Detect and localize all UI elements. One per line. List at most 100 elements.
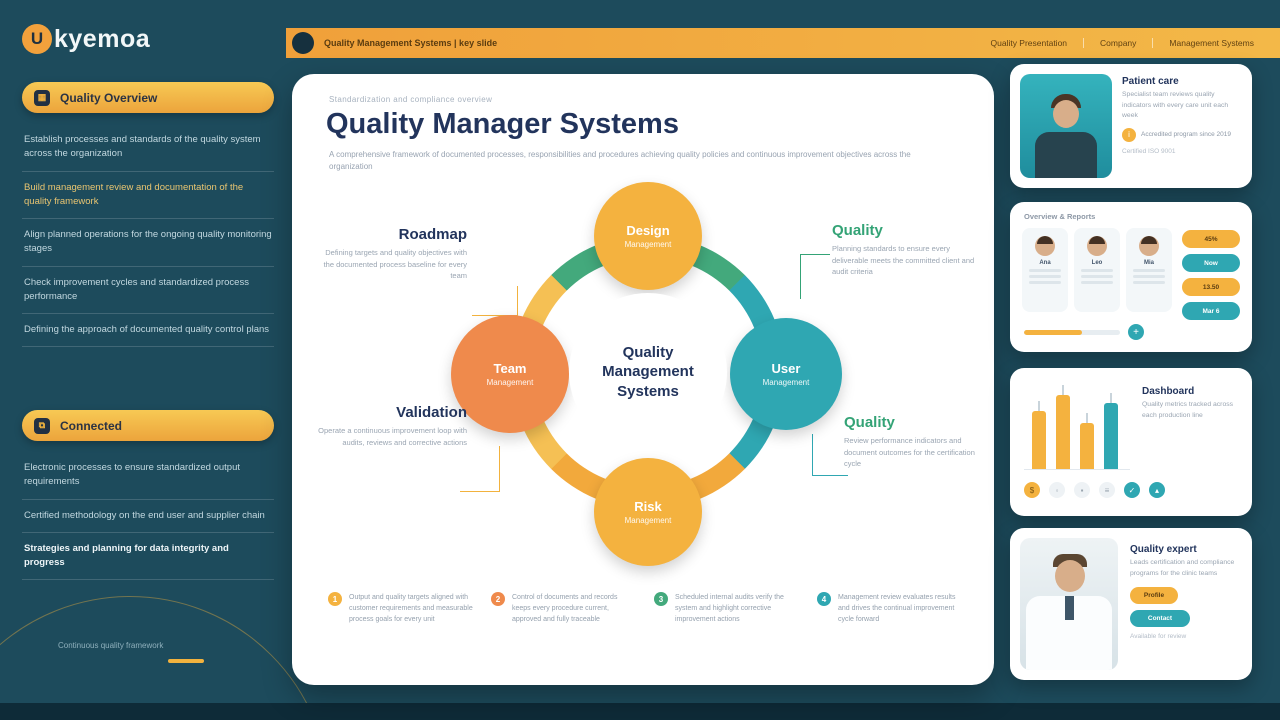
badge-status[interactable]: Now	[1182, 254, 1240, 272]
sidebar-list-overview: Establish processes and standards of the…	[22, 124, 274, 348]
card-dashboard[interactable]: Dashboard Quality metrics tracked across…	[1010, 368, 1252, 516]
sidebar: U kyemoa ▦ Quality Overview Establish pr…	[0, 0, 330, 720]
doctor-photo	[1020, 538, 1118, 670]
callout-left-bottom: Validation Operate a continuous improvem…	[317, 404, 467, 448]
node-team-management[interactable]: Team Management	[451, 315, 569, 433]
sidebar-item[interactable]: Build management review and documentatio…	[22, 172, 274, 219]
node-design-management[interactable]: Design Management	[594, 182, 702, 290]
card-text: Specialist team reviews quality indicato…	[1122, 91, 1229, 120]
user-icon[interactable]: ◦	[1049, 482, 1065, 498]
node-subtitle: Management	[624, 516, 672, 525]
profile-button[interactable]: Profile	[1130, 587, 1178, 605]
text-placeholder-line	[1081, 275, 1113, 278]
chart-bar	[1032, 401, 1046, 469]
callout-right-bottom: Quality Review performance indicators an…	[844, 414, 984, 470]
card-quality-expert[interactable]: Quality expert Leads certification and c…	[1010, 528, 1252, 680]
person-head	[1055, 560, 1085, 592]
node-title: Risk	[634, 499, 662, 514]
patient-card-body: Patient care Specialist team reviews qua…	[1122, 76, 1242, 156]
text-placeholder-line	[1029, 281, 1061, 284]
callout-text: Operate a continuous improvement loop wi…	[318, 426, 467, 447]
sidebar-item[interactable]: Defining the approach of documented qual…	[22, 314, 274, 348]
badge-percent[interactable]: 45%	[1182, 230, 1240, 248]
add-button[interactable]: +	[1128, 324, 1144, 340]
member-card[interactable]: Mia	[1126, 228, 1172, 312]
node-subtitle: Management	[762, 378, 810, 387]
mini-bar-chart	[1024, 384, 1130, 470]
slide-title: Quality Manager Systems	[326, 108, 679, 140]
expert-card-body: Quality expert Leads certification and c…	[1130, 544, 1242, 642]
node-title: Team	[493, 361, 527, 376]
connector-line-left-bottom	[460, 446, 500, 492]
footnote-text: Scheduled internal audits verify the sys…	[675, 594, 784, 624]
member-card[interactable]: Ana	[1022, 228, 1068, 312]
person-tie	[1065, 596, 1074, 620]
progress-fill	[1024, 329, 1082, 335]
sidebar-item[interactable]: Check improvement cycles and standardize…	[22, 267, 274, 314]
card-patient-care[interactable]: Patient care Specialist team reviews qua…	[1010, 64, 1252, 188]
avatar	[1087, 236, 1107, 256]
center-line: Management	[602, 363, 694, 381]
text-placeholder-line	[1133, 281, 1165, 284]
node-user-management[interactable]: User Management	[730, 318, 842, 430]
sidebar-item[interactable]: Align planned operations for the ongoing…	[22, 219, 274, 267]
text-placeholder-line	[1133, 275, 1165, 278]
sidebar-item[interactable]: Electronic processes to ensure standardi…	[22, 452, 274, 500]
callout-text: Defining targets and quality objectives …	[323, 248, 467, 281]
app-logo: U kyemoa	[22, 24, 150, 54]
callout-left-top: Roadmap Defining targets and quality obj…	[317, 226, 467, 282]
connector-line-left-top	[472, 286, 518, 316]
node-risk-management[interactable]: Risk Management	[594, 458, 702, 566]
overview-button[interactable]: ▦ Quality Overview	[22, 82, 274, 113]
node-subtitle: Management	[486, 378, 534, 387]
card-title: Quality expert	[1130, 544, 1197, 555]
avatar-hair	[1037, 236, 1053, 244]
avatar-hair	[1089, 236, 1105, 244]
card-text: Leads certification and compliance progr…	[1130, 559, 1235, 577]
menu-item-company[interactable]: Company	[1083, 38, 1152, 48]
sidebar-list-connected: Electronic processes to ensure standardi…	[22, 452, 274, 581]
sidebar-item[interactable]: Establish processes and standards of the…	[22, 124, 274, 172]
person-head	[1053, 100, 1079, 128]
overview-footer: +	[1024, 324, 1144, 340]
node-title: Design	[626, 223, 670, 238]
text-placeholder-line	[1081, 281, 1113, 284]
grid-icon: ▦	[34, 89, 50, 106]
box-icon[interactable]: ▪	[1074, 482, 1090, 498]
bullet-row: i Accredited program since 2019	[1122, 127, 1242, 142]
footnote-text: Control of documents and records keeps e…	[512, 594, 618, 624]
chart-icon[interactable]: ▴	[1149, 482, 1165, 498]
badge-value[interactable]: 13.50	[1182, 278, 1240, 296]
footnote-text: Management review evaluates results and …	[838, 594, 956, 624]
connected-button-label: Connected	[60, 418, 123, 433]
menu-item-presentation[interactable]: Quality Presentation	[990, 38, 1068, 48]
logo-text: kyemoa	[54, 24, 151, 53]
slide-subtitle: A comprehensive framework of documented …	[329, 150, 911, 171]
sidebar-item[interactable]: Strategies and planning for data integri…	[22, 533, 274, 581]
footnote-number-icon: 3	[654, 592, 668, 606]
sidebar-item[interactable]: Certified methodology on the end user an…	[22, 500, 274, 533]
coin-icon[interactable]: $	[1024, 482, 1040, 498]
topbar-title: Quality Management Systems | key slide	[324, 38, 498, 48]
badge-column: 45% Now 13.50 Mar 6	[1182, 230, 1240, 320]
dashboard-icon-row: $ ◦ ▪ ≡ ✓ ▴	[1024, 482, 1165, 498]
expert-buttons: Profile Contact	[1130, 587, 1242, 628]
menu-item-management[interactable]: Management Systems	[1152, 38, 1270, 48]
member-card[interactable]: Leo	[1074, 228, 1120, 312]
center-line: Quality	[622, 343, 674, 361]
member-grid: Ana Leo Mia	[1022, 228, 1172, 312]
doc-icon[interactable]: ≡	[1099, 482, 1115, 498]
connected-button[interactable]: ⧉ Connected	[22, 410, 274, 441]
badge-date[interactable]: Mar 6	[1182, 302, 1240, 320]
contact-button[interactable]: Contact	[1130, 610, 1190, 628]
card-overview-reports[interactable]: Overview & Reports Ana Leo	[1010, 202, 1252, 352]
link-icon: ⧉	[34, 417, 50, 434]
card-caption: Available for review	[1130, 633, 1187, 641]
slide-eyebrow: Standardization and compliance overview	[329, 95, 493, 104]
avatar-hair	[1141, 236, 1157, 244]
card-text: Quality metrics tracked across each prod…	[1142, 401, 1234, 419]
connector-line-right-bottom	[812, 434, 848, 476]
member-name: Mia	[1143, 260, 1154, 266]
check-icon[interactable]: ✓	[1124, 482, 1140, 498]
